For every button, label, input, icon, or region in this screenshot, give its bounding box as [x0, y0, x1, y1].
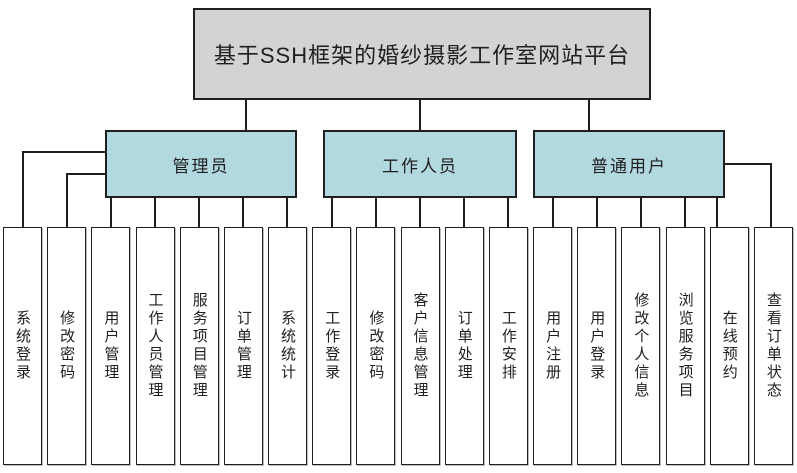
connector-line	[286, 197, 288, 227]
leaf-order-processing: 订单处理	[444, 227, 484, 465]
group-box-staff: 工作人员	[323, 130, 517, 198]
leaf-label: 用户登录	[588, 310, 606, 382]
leaf-label: 修改个人信息	[632, 292, 650, 400]
connector-line	[716, 197, 718, 227]
leaf-label: 用户管理	[102, 310, 120, 382]
leaf-label: 客户信息管理	[411, 292, 429, 400]
leaf-system-login: 系统登录	[3, 227, 42, 465]
connector-line	[375, 197, 377, 227]
leaf-user-register: 用户注册	[533, 227, 573, 465]
connector-line	[640, 197, 642, 227]
connector-line	[463, 197, 465, 227]
connector-line	[419, 197, 421, 227]
leaf-work-schedule: 工作安排	[488, 227, 528, 465]
leaf-change-password-admin: 修改密码	[47, 227, 87, 465]
leaf-view-order-status: 查看订单状态	[753, 227, 793, 465]
leaf-order-management: 订单管理	[223, 227, 263, 465]
group-box-admin: 管理员	[105, 130, 297, 198]
leaf-label: 修改密码	[367, 310, 385, 382]
leaf-label: 系统统计	[279, 310, 297, 382]
connector-line	[552, 197, 554, 227]
leaf-change-password-staff: 修改密码	[356, 227, 396, 465]
leaf-label: 系统登录	[14, 310, 31, 382]
leaf-label: 用户注册	[544, 310, 562, 382]
leaf-label: 在线预约	[720, 310, 738, 382]
connector-line	[596, 197, 598, 227]
leaf-label: 修改密码	[58, 310, 76, 382]
connector-line	[66, 173, 106, 175]
leaf-label: 服务项目管理	[190, 292, 208, 400]
connector-line	[331, 197, 333, 227]
leaf-edit-personal-info: 修改个人信息	[621, 227, 661, 465]
connector-line	[110, 197, 112, 227]
leaf-label: 工作登录	[323, 310, 341, 382]
leaf-label: 工作安排	[499, 310, 517, 382]
leaf-system-statistics: 系统统计	[268, 227, 308, 465]
leaf-label: 查看订单状态	[764, 292, 782, 400]
leaf-label: 订单处理	[455, 310, 473, 382]
leaf-row: 系统登录 修改密码 用户管理 工作人员管理 服务项目管理 订单管理 系统统计 工…	[3, 227, 793, 465]
leaf-staff-login: 工作登录	[312, 227, 352, 465]
leaf-user-login: 用户登录	[577, 227, 617, 465]
connector-line	[245, 100, 247, 131]
group-box-user: 普通用户	[533, 130, 725, 198]
leaf-staff-management: 工作人员管理	[135, 227, 175, 465]
leaf-label: 订单管理	[234, 310, 252, 382]
leaf-online-booking: 在线预约	[709, 227, 749, 465]
connector-line	[66, 173, 68, 227]
connector-line	[588, 100, 590, 131]
leaf-label: 浏览服务项目	[676, 292, 694, 400]
leaf-service-item-management: 服务项目管理	[179, 227, 219, 465]
connector-line	[198, 197, 200, 227]
connector-line	[242, 197, 244, 227]
connector-line	[770, 163, 772, 227]
leaf-customer-info-management: 客户信息管理	[400, 227, 440, 465]
connector-line	[507, 197, 509, 227]
connector-line	[725, 163, 772, 165]
leaf-user-management: 用户管理	[91, 227, 131, 465]
connector-line	[22, 151, 106, 153]
connector-line	[419, 100, 421, 131]
connector-line	[684, 197, 686, 227]
leaf-label: 工作人员管理	[146, 292, 164, 400]
leaf-browse-service-items: 浏览服务项目	[665, 227, 705, 465]
diagram-root-title: 基于SSH框架的婚纱摄影工作室网站平台	[193, 8, 651, 100]
connector-line	[154, 197, 156, 227]
connector-line	[22, 151, 24, 227]
